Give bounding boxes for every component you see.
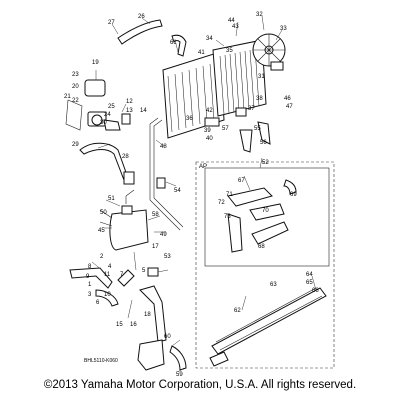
callout-26: 26: [138, 14, 145, 20]
callout-17: 17: [152, 244, 159, 250]
callout-36: 36: [186, 116, 193, 122]
callout-28: 28: [122, 154, 129, 160]
callout-numbers: 1 2 3 4 5 6 7 8 9 10 11 12 13 14 15 16 1…: [64, 12, 319, 378]
callout-22: 22: [72, 98, 79, 104]
callout-61: 61: [170, 40, 177, 46]
callout-27: 27: [108, 20, 115, 26]
callout-30: 30: [100, 120, 107, 126]
callout-6: 6: [96, 300, 100, 306]
callout-38: 38: [256, 96, 263, 102]
callout-29: 29: [72, 142, 79, 148]
callout-37: 37: [248, 106, 255, 112]
callout-4: 4: [108, 264, 112, 270]
callout-23: 23: [72, 72, 79, 78]
callout-18: 18: [144, 312, 151, 318]
callout-48: 48: [160, 144, 167, 150]
callout-33: 33: [280, 26, 287, 32]
callout-7: 7: [120, 272, 124, 278]
callout-64: 64: [306, 272, 313, 278]
callout-59: 59: [176, 372, 183, 378]
callout-10: 10: [104, 292, 111, 298]
callout-58: 58: [152, 212, 159, 218]
copyright-notice: ©2013 Yamaha Motor Corporation, U.S.A. A…: [43, 379, 357, 391]
callout-8: 8: [88, 264, 92, 270]
callout-49: 49: [160, 232, 167, 238]
callout-14: 14: [140, 108, 147, 114]
callout-44: 44: [228, 18, 235, 24]
callout-42: 42: [206, 108, 213, 114]
callout-11: 11: [104, 272, 111, 278]
callout-12: 12: [126, 99, 133, 105]
callout-43: 43: [232, 24, 239, 30]
water-pipe: [79, 117, 184, 231]
callout-60: 60: [164, 334, 171, 340]
callout-70: 70: [262, 208, 269, 214]
callout-57: 57: [222, 126, 229, 132]
callout-50: 50: [100, 210, 107, 216]
callout-55: 55: [254, 126, 261, 132]
callout-71: 71: [226, 192, 233, 198]
callout-34: 34: [206, 36, 213, 42]
callout-56: 56: [260, 140, 267, 146]
callout-19: 19: [92, 60, 99, 66]
callout-62: 62: [234, 308, 241, 314]
callout-40: 40: [206, 136, 213, 142]
callout-24: 24: [104, 112, 111, 118]
callout-65: 65: [306, 280, 313, 286]
callout-68: 68: [258, 244, 265, 250]
callout-69: 69: [290, 192, 297, 198]
callout-73: 73: [224, 214, 231, 220]
callout-47: 47: [286, 104, 293, 110]
cooling-fan: [252, 33, 286, 71]
callout-45: 45: [98, 228, 105, 234]
callout-1: 1: [88, 282, 92, 288]
callout-54: 54: [174, 188, 181, 194]
callout-63: 63: [270, 282, 277, 288]
sub-box-label: AP: [199, 164, 207, 170]
callout-46: 46: [284, 96, 291, 102]
callout-39: 39: [204, 128, 211, 134]
callout-25: 25: [108, 104, 115, 110]
leader-lines: [91, 15, 317, 373]
callout-31: 31: [258, 74, 265, 80]
reference-code: BHL5110-K060: [84, 358, 118, 364]
lower-hoses: [69, 267, 187, 371]
callout-3: 3: [88, 292, 92, 298]
callout-15: 15: [116, 322, 123, 328]
callout-16: 16: [130, 322, 137, 328]
callout-35: 35: [226, 48, 233, 54]
callout-13: 13: [126, 108, 133, 114]
callout-66: 66: [312, 288, 319, 294]
callout-51: 51: [108, 196, 115, 202]
callout-9: 9: [86, 274, 90, 280]
thermostat-assembly: [65, 79, 131, 131]
callout-53: 53: [164, 254, 171, 260]
callout-20: 20: [72, 84, 79, 90]
ap-sub-assembly: [195, 161, 335, 369]
radiator-hoses: [117, 19, 271, 153]
callout-52: 52: [262, 160, 269, 166]
callout-5: 5: [142, 268, 146, 274]
callout-41: 41: [198, 50, 205, 56]
callout-2: 2: [100, 254, 104, 260]
callout-72: 72: [218, 200, 225, 206]
callout-21: 21: [64, 94, 71, 100]
coolant-reservoir: [99, 189, 149, 251]
callout-67: 67: [238, 178, 245, 184]
callout-32: 32: [256, 12, 263, 18]
